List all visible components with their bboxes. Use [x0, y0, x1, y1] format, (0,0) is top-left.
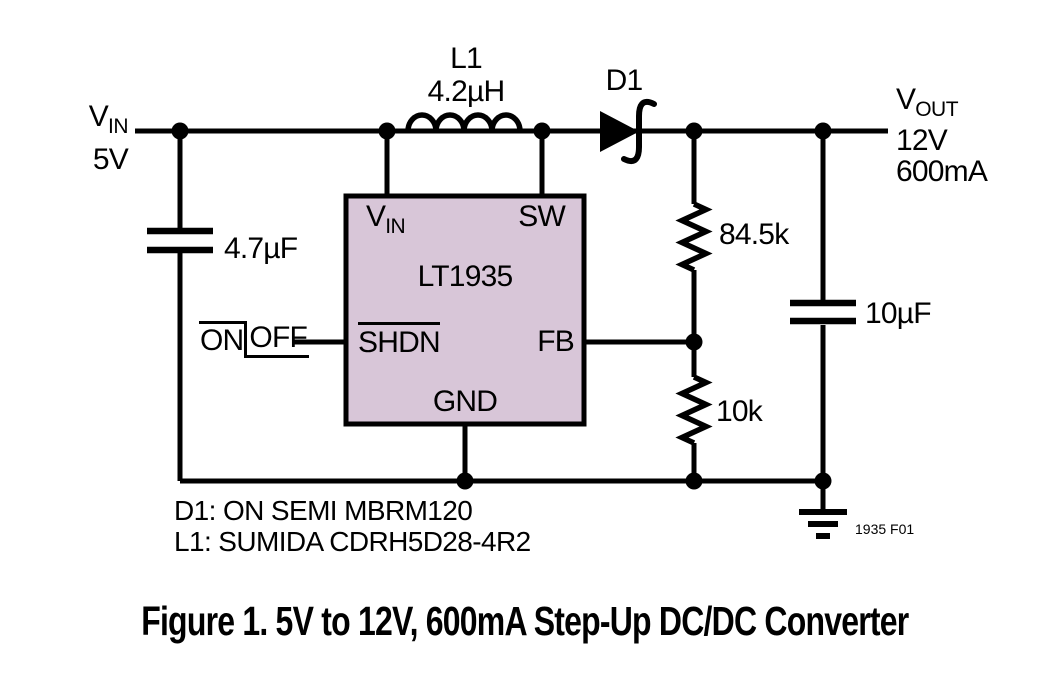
- junction-dot: [814, 122, 832, 140]
- ic-pin-vin: VIN: [366, 200, 406, 243]
- diode-cathode-bar: [621, 98, 657, 165]
- ic-pin-vin-subscript: IN: [385, 215, 406, 238]
- ic-pin-shdn-text: SHDN: [358, 322, 441, 359]
- vout-subscript: OUT: [915, 98, 959, 121]
- output-cap-value: 10µF: [865, 297, 932, 330]
- junction-dot: [456, 472, 474, 490]
- diode-label: D1: [584, 64, 664, 97]
- diode-symbol: [600, 111, 639, 152]
- ic-part-number: LT1935: [417, 260, 514, 293]
- ic-pin-shdn: SHDN: [358, 322, 441, 359]
- resistor-bottom-value: 10k: [716, 395, 763, 428]
- on-text: ON: [199, 321, 245, 358]
- junction-dot: [171, 122, 189, 140]
- resistor-top-value: 84.5k: [719, 218, 789, 251]
- junction-dot: [685, 333, 703, 351]
- vout-symbol: V: [896, 83, 916, 116]
- ic-body: [343, 193, 587, 427]
- diode-ref: D1: [605, 64, 644, 97]
- ic-pin-sw: SW: [518, 200, 566, 233]
- figure-code: 1935 F01: [855, 521, 915, 537]
- vout-voltage: 12V: [896, 124, 948, 157]
- vin-symbol: V: [88, 100, 109, 133]
- note-l1: L1: SUMIDA CDRH5D28-4R2: [174, 526, 531, 557]
- vin-label: VIN 5V: [30, 100, 129, 176]
- inductor-value: 4.2µH: [427, 75, 505, 108]
- junction-dot: [685, 472, 703, 490]
- junction-dot: [814, 472, 832, 490]
- input-cap-value: 4.7µF: [224, 232, 298, 265]
- junction-dot: [378, 122, 396, 140]
- vout-label: VOUT 12V 600mA: [896, 83, 988, 188]
- vout-current: 600mA: [896, 155, 988, 188]
- ic-pin-fb: FB: [537, 325, 575, 358]
- junction-dot: [685, 122, 703, 140]
- on-off-divider: [244, 321, 248, 358]
- inductor-symbol: [405, 112, 523, 132]
- resistor-top-symbol: [675, 201, 713, 273]
- note-d1: D1: ON SEMI MBRM120: [174, 495, 473, 526]
- vin-voltage: 5V: [92, 143, 129, 176]
- vin-subscript: IN: [108, 115, 129, 138]
- junction-dot: [533, 122, 551, 140]
- output-capacitor-symbol: [790, 299, 856, 325]
- off-text: OFF: [247, 321, 309, 358]
- figure-caption: Figure 1. 5V to 12V, 600mA Step-Up DC/DC…: [0, 598, 1050, 645]
- inductor-ref: L1: [450, 42, 483, 75]
- input-capacitor-symbol: [147, 227, 213, 254]
- ground-icon: [799, 509, 847, 539]
- resistor-bottom-symbol: [675, 374, 713, 446]
- figure-caption-text: Figure 1. 5V to 12V, 600mA Step-Up DC/DC…: [141, 598, 909, 644]
- ic-pin-vin-symbol: V: [366, 200, 386, 233]
- part-notes: D1: ON SEMI MBRM120 L1: SUMIDA CDRH5D28-…: [174, 495, 531, 557]
- ic-pin-gnd: GND: [432, 385, 498, 418]
- inductor-label: L1 4.2µH: [386, 42, 546, 108]
